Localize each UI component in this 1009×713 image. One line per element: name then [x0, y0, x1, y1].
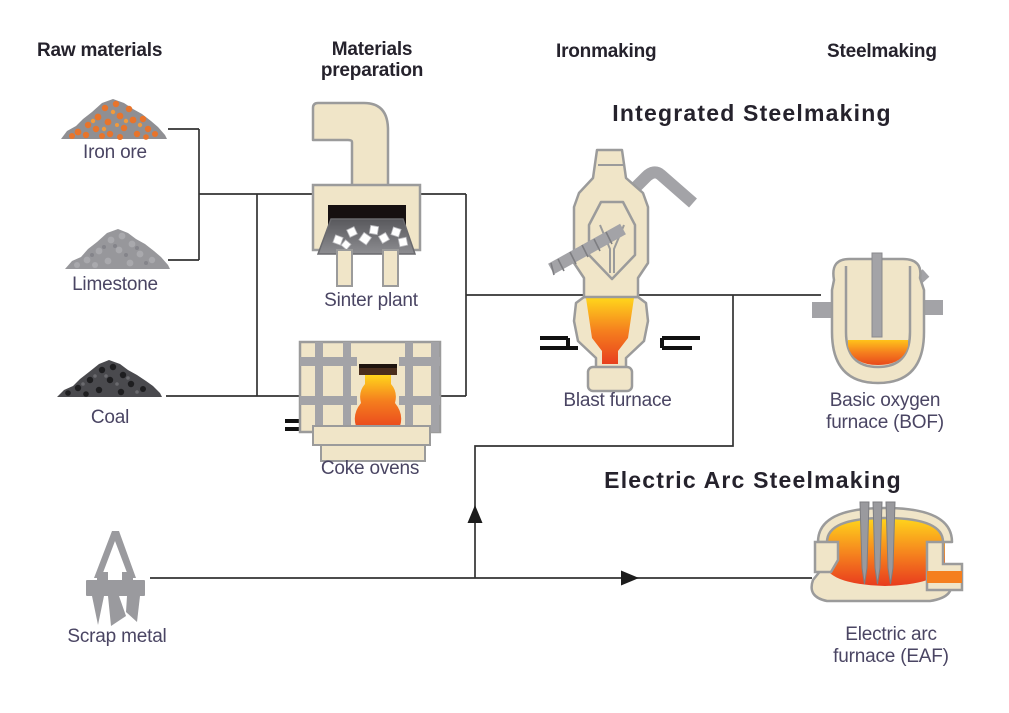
- eaf-tap-stream-icon: [927, 571, 962, 583]
- materials-preparation-line1: Materials: [331, 39, 413, 60]
- coal-label: Coal: [90, 407, 130, 428]
- sinter-plant-icon: [311, 101, 422, 287]
- eaf-label: Electric arc furnace (EAF): [821, 624, 961, 668]
- bof-label: Basic oxygen furnace (BOF): [815, 390, 955, 434]
- limestone-label: Limestone: [72, 274, 158, 295]
- bof-trunnion-right-icon: [922, 300, 943, 315]
- coke-ovens-icon: [285, 340, 442, 462]
- bof-label-line1: Basic oxygen: [829, 390, 941, 411]
- section-title-electric-arc-steelmaking: Electric Arc Steelmaking: [604, 467, 902, 493]
- flow-arrow-right-icon: [621, 570, 639, 586]
- bf-tuyere-lines-icon: [540, 336, 700, 350]
- bof-lance-icon: [871, 252, 883, 338]
- bf-offgas-pipe-icon: [627, 166, 697, 208]
- bf-conveyor-icon: [548, 223, 626, 276]
- bof-icon: [812, 252, 943, 385]
- column-header-steelmaking: Steelmaking: [827, 41, 937, 62]
- sinter-plant-label: Sinter plant: [324, 290, 418, 311]
- column-header-ironmaking: Ironmaking: [556, 41, 657, 62]
- eaf-electrodes-icon: [859, 501, 896, 585]
- coal-pile-icon: [57, 360, 162, 397]
- limestone-pile-icon: [65, 229, 170, 269]
- coke-ovens-label: Coke ovens: [320, 458, 420, 479]
- scrap-metal-icon: [86, 531, 145, 626]
- flow-arrow-up-icon: [467, 505, 483, 523]
- column-header-materials-preparation: Materials preparation: [298, 39, 446, 81]
- eaf-label-line2: furnace (EAF): [833, 646, 949, 667]
- scrap-metal-label: Scrap metal: [67, 626, 167, 647]
- bof-trunnion-left-icon: [812, 302, 833, 318]
- iron-ore-pile-icon: [61, 99, 167, 140]
- column-header-raw-materials: Raw materials: [37, 40, 163, 61]
- eaf-icon: [810, 501, 964, 603]
- section-title-integrated-steelmaking: Integrated Steelmaking: [612, 100, 892, 126]
- blast-furnace-icon: [540, 148, 700, 393]
- bof-label-line2: furnace (BOF): [826, 412, 944, 433]
- materials-preparation-line2: preparation: [320, 60, 424, 81]
- blast-furnace-label: Blast furnace: [563, 390, 672, 411]
- eaf-label-line1: Electric arc: [845, 624, 937, 645]
- iron-ore-label: Iron ore: [83, 142, 147, 163]
